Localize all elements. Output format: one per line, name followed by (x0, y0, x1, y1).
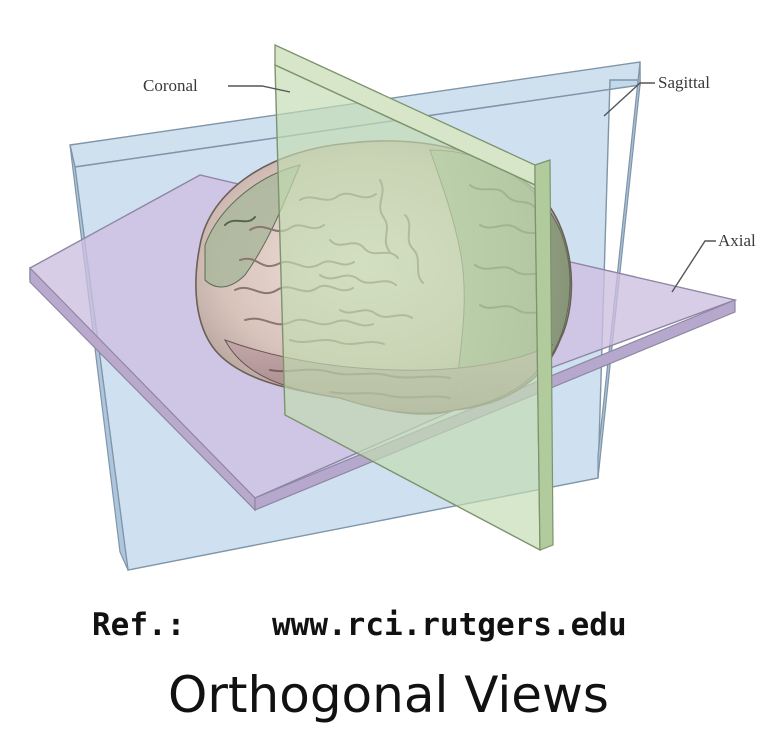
reference-url: www.rci.rutgers.edu (272, 607, 627, 643)
axial-label: Axial (718, 231, 756, 250)
coronal-label: Coronal (143, 76, 198, 95)
sagittal-label: Sagittal (658, 73, 710, 92)
reference-prefix: Ref.: (92, 607, 185, 643)
reference-line: Ref.: www.rci.rutgers.edu (0, 603, 777, 647)
brain-planes-diagram: Coronal Sagittal Axial (0, 0, 777, 600)
axial-leader-line (672, 241, 716, 292)
figure-caption: Orthogonal Views (0, 655, 777, 735)
